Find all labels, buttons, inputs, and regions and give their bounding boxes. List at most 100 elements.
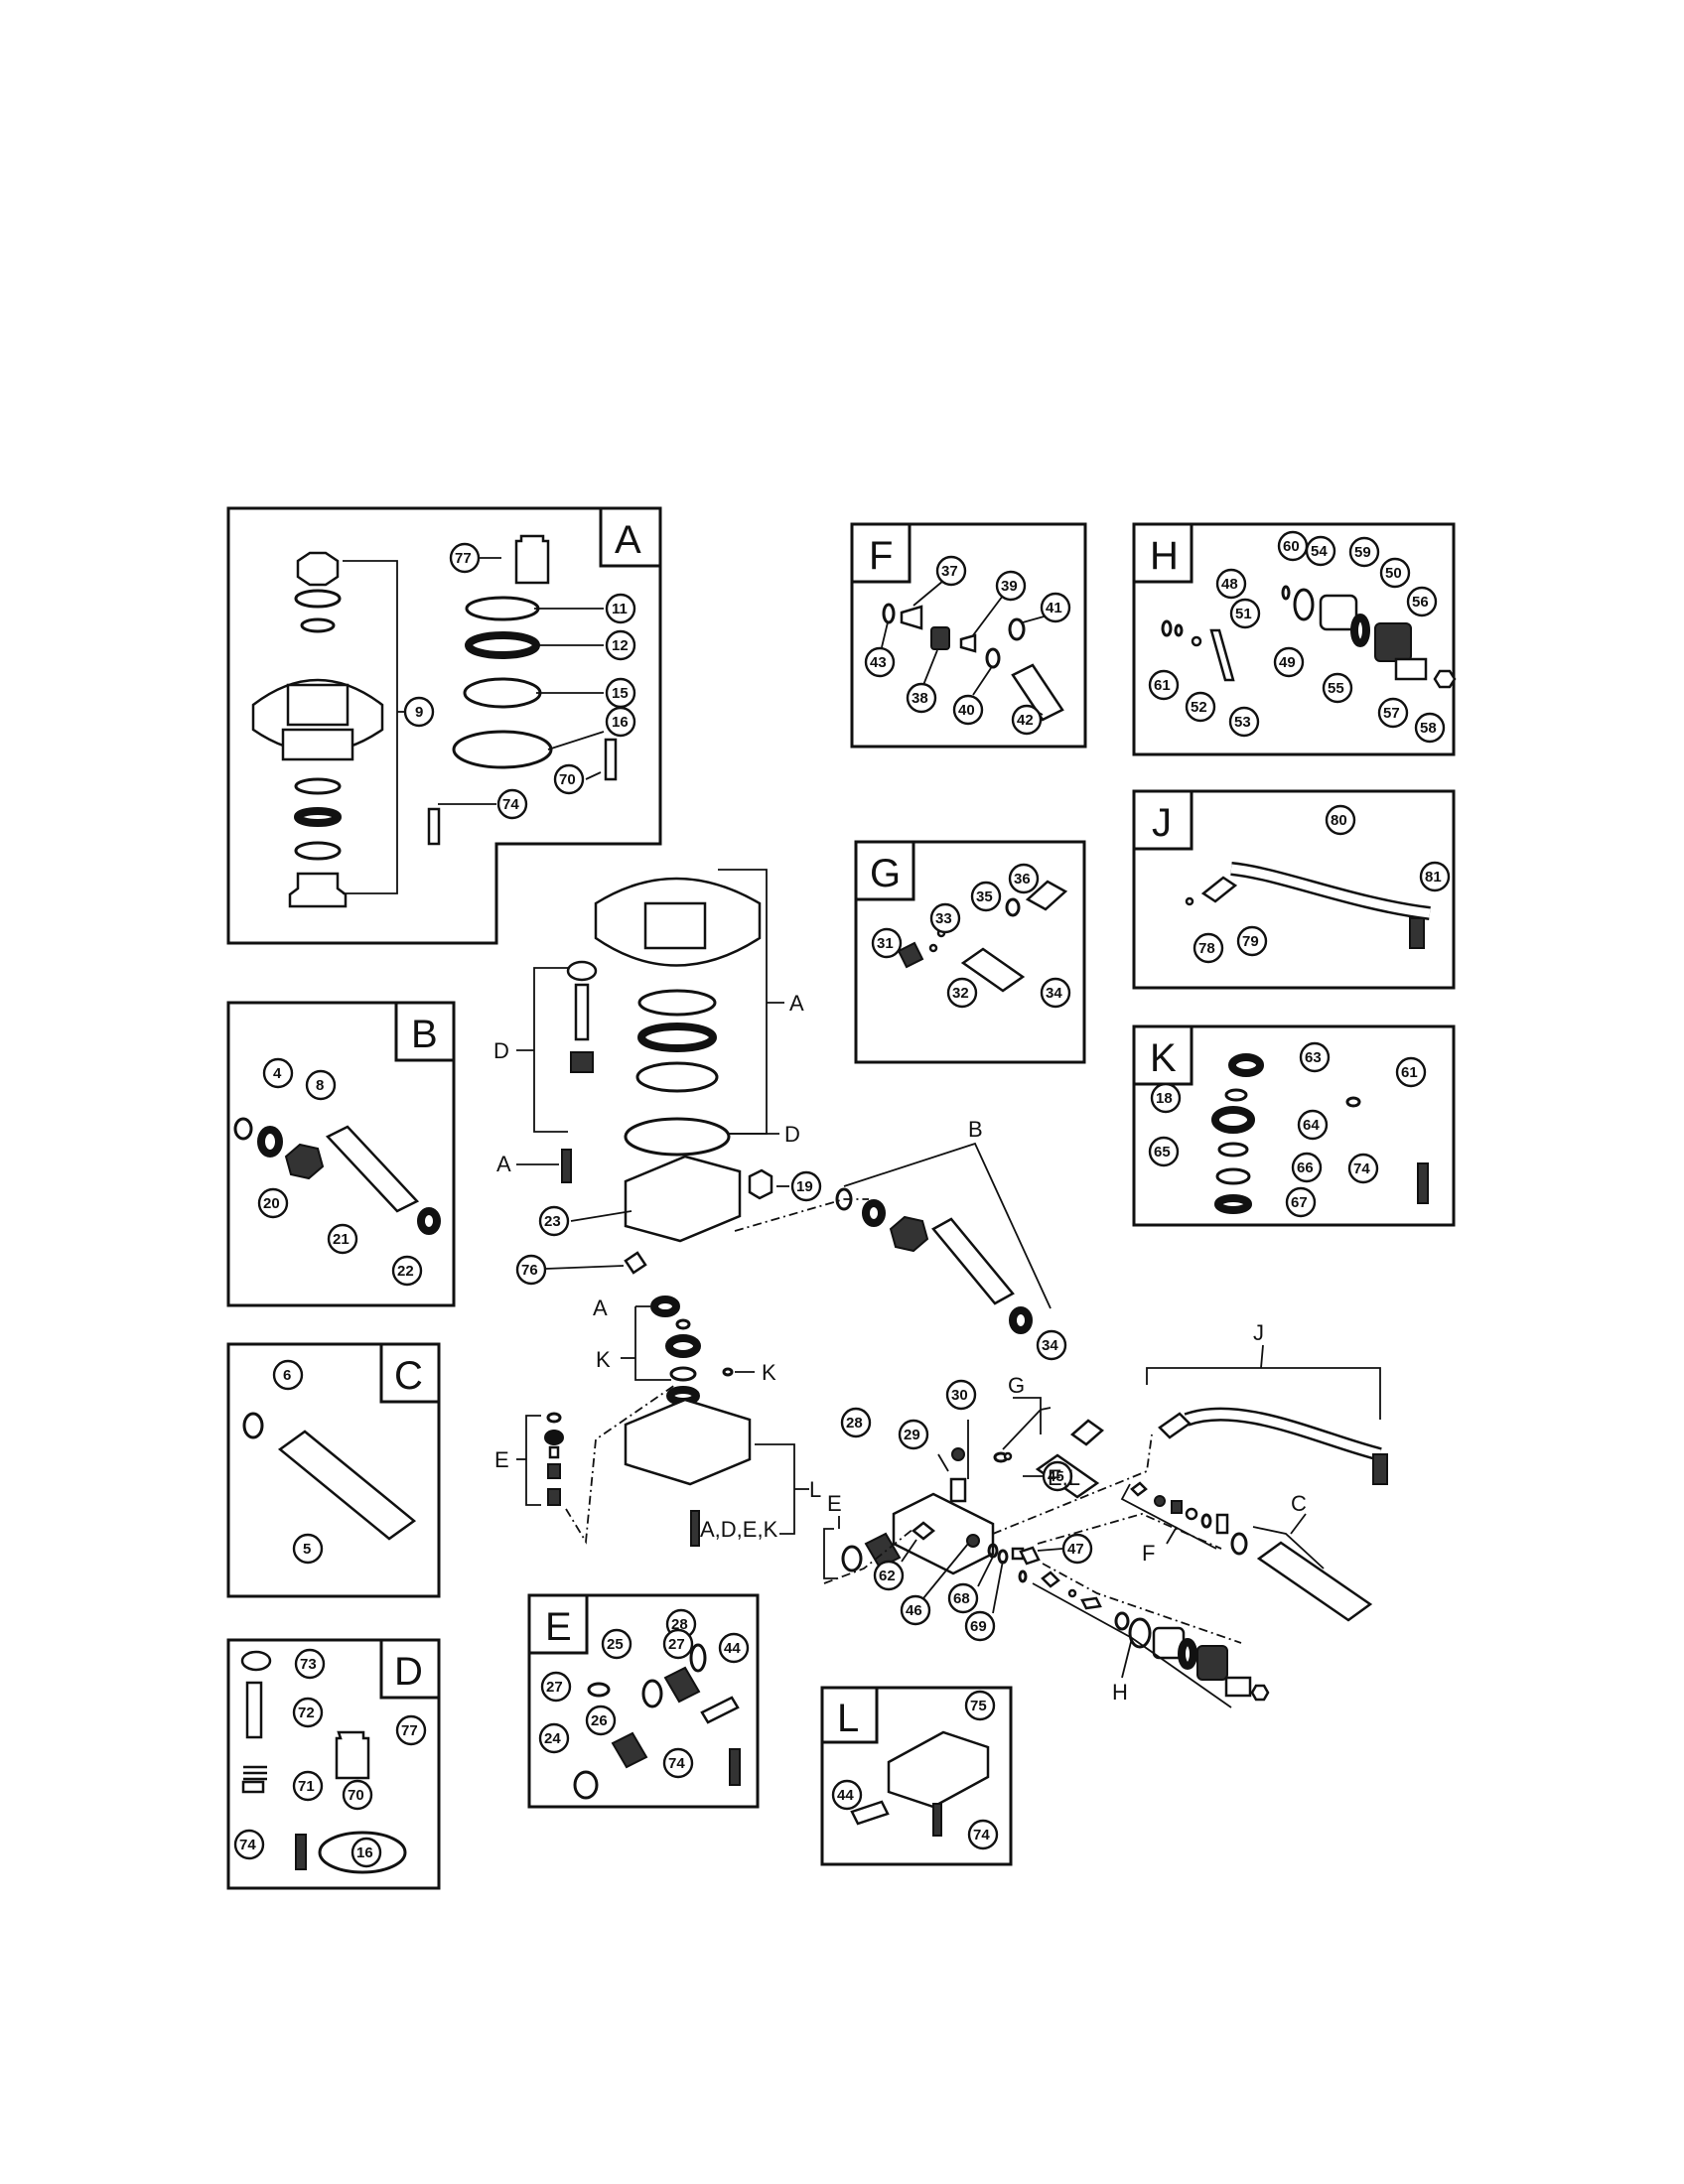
- svg-text:74: 74: [973, 1827, 990, 1843]
- callout-22: 22: [391, 1255, 423, 1287]
- svg-text:4: 4: [273, 1065, 282, 1082]
- svg-text:12: 12: [612, 637, 629, 654]
- callout-69: 69: [964, 1610, 996, 1642]
- panel-f-label: F: [869, 534, 893, 578]
- svg-text:74: 74: [1353, 1160, 1370, 1177]
- svg-text:31: 31: [877, 935, 894, 952]
- callout-40: 40: [952, 694, 984, 726]
- callout-27-e: 27: [662, 1628, 694, 1660]
- callout-61b: 61: [1395, 1056, 1427, 1088]
- panel-d: D: [226, 1638, 441, 1890]
- callout-75: 75: [964, 1690, 996, 1721]
- group-label-el: E,L: [1048, 1465, 1080, 1490]
- callout-12: 12: [605, 629, 636, 661]
- svg-text:40: 40: [958, 702, 975, 719]
- svg-text:56: 56: [1412, 594, 1429, 611]
- callout-56: 56: [1406, 586, 1438, 617]
- callout-60: 60: [1277, 530, 1309, 562]
- callout-61: 61: [1148, 669, 1180, 701]
- callout-6: 6: [272, 1359, 304, 1391]
- svg-text:60: 60: [1283, 538, 1300, 555]
- callout-52: 52: [1185, 691, 1216, 723]
- svg-text:30: 30: [951, 1387, 968, 1404]
- callout-4: 4: [262, 1057, 294, 1089]
- callout-43: 43: [864, 646, 896, 678]
- svg-text:65: 65: [1154, 1144, 1171, 1160]
- callout-73: 73: [294, 1648, 326, 1680]
- callout-44-l: 44: [831, 1779, 863, 1811]
- callout-74: 74: [496, 788, 528, 820]
- panel-k-label: K: [1150, 1036, 1177, 1080]
- callout-77: 77: [449, 542, 481, 574]
- svg-text:28: 28: [846, 1415, 863, 1432]
- svg-text:77: 77: [401, 1722, 418, 1739]
- callout-70: 70: [553, 763, 585, 795]
- svg-text:76: 76: [521, 1262, 538, 1279]
- svg-text:27: 27: [668, 1636, 685, 1653]
- callout-15: 15: [605, 677, 636, 709]
- callout-41: 41: [1040, 592, 1071, 623]
- svg-text:44: 44: [724, 1640, 741, 1657]
- panel-e-label: E: [545, 1605, 572, 1649]
- callout-68: 68: [947, 1582, 979, 1614]
- svg-text:18: 18: [1156, 1090, 1173, 1107]
- callout-45: 45: [1042, 1460, 1073, 1492]
- group-label-a-left: A: [496, 1152, 511, 1176]
- callout-30: 30: [945, 1379, 977, 1411]
- svg-text:41: 41: [1046, 600, 1062, 616]
- callout-78: 78: [1193, 932, 1224, 964]
- svg-text:48: 48: [1221, 576, 1238, 593]
- callout-67: 67: [1285, 1186, 1317, 1218]
- callout-79: 79: [1236, 925, 1268, 957]
- svg-text:8: 8: [316, 1077, 324, 1094]
- svg-text:49: 49: [1279, 654, 1296, 671]
- svg-text:74: 74: [668, 1755, 685, 1772]
- svg-text:43: 43: [870, 654, 887, 671]
- svg-text:62: 62: [879, 1568, 896, 1584]
- panel-c: C: [226, 1342, 441, 1598]
- callout-49: 49: [1273, 646, 1305, 678]
- callout-34-main: 34: [1036, 1329, 1067, 1361]
- callout-51: 51: [1229, 598, 1261, 629]
- panel-j: J: [1132, 789, 1456, 990]
- group-label-j: J: [1253, 1320, 1264, 1345]
- callout-57: 57: [1377, 697, 1409, 729]
- panel-c-label: C: [394, 1354, 423, 1398]
- svg-text:46: 46: [906, 1602, 922, 1619]
- callout-20: 20: [257, 1187, 289, 1219]
- callout-24: 24: [538, 1722, 570, 1754]
- callout-27b: 27: [540, 1671, 572, 1703]
- group-label-b: B: [968, 1117, 983, 1142]
- callout-21: 21: [327, 1223, 358, 1255]
- svg-text:33: 33: [935, 910, 952, 927]
- callout-74-l: 74: [967, 1819, 999, 1850]
- callout-76: 76: [515, 1254, 547, 1286]
- callout-62: 62: [873, 1560, 905, 1591]
- group-label-e-mid: E: [827, 1491, 842, 1516]
- svg-text:23: 23: [544, 1213, 561, 1230]
- svg-text:77: 77: [455, 550, 472, 567]
- svg-text:38: 38: [912, 690, 928, 707]
- group-label-k-right: K: [762, 1360, 776, 1385]
- svg-text:50: 50: [1385, 565, 1402, 582]
- svg-text:44: 44: [837, 1787, 854, 1804]
- svg-text:51: 51: [1235, 606, 1252, 622]
- callout-37: 37: [935, 555, 967, 587]
- group-label-g: G: [1008, 1373, 1025, 1398]
- callout-74-d: 74: [233, 1829, 265, 1860]
- svg-text:22: 22: [397, 1263, 414, 1280]
- svg-text:21: 21: [333, 1231, 350, 1248]
- svg-text:9: 9: [415, 704, 423, 721]
- callout-64: 64: [1297, 1109, 1329, 1141]
- panel-d-label: D: [394, 1650, 423, 1694]
- callout-63: 63: [1299, 1041, 1331, 1073]
- svg-text:61: 61: [1401, 1064, 1418, 1081]
- svg-text:80: 80: [1331, 812, 1347, 829]
- svg-text:20: 20: [263, 1195, 280, 1212]
- svg-text:75: 75: [970, 1698, 987, 1714]
- svg-text:16: 16: [612, 714, 629, 731]
- svg-text:47: 47: [1067, 1541, 1084, 1558]
- callout-65: 65: [1148, 1136, 1180, 1167]
- callout-32: 32: [946, 977, 978, 1009]
